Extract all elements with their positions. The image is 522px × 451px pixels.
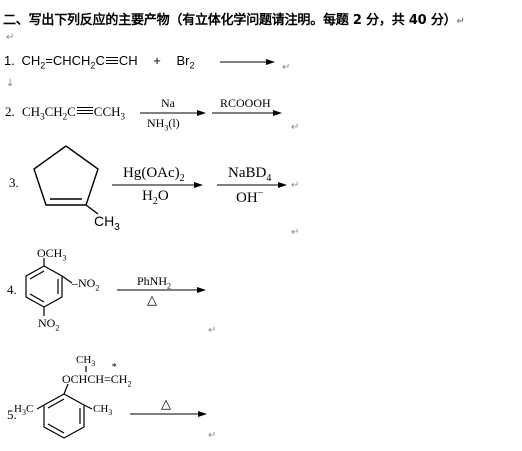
heat-condition-q4: △ (147, 292, 157, 307)
allyl-ether-chain: OCHCH=C*H2 (62, 362, 132, 389)
reagent-below-q3-step2: OH− (236, 188, 264, 206)
paragraph-mark: ↵ (282, 62, 291, 73)
methyl-group-chain: CH3 (76, 354, 96, 369)
heat-condition-q5: △ (161, 396, 171, 411)
benzene-ring-q4 (25, 258, 73, 316)
reaction-arrow-q2-step1 (140, 110, 206, 116)
paragraph-mark: ↵ (208, 325, 217, 336)
reaction-arrow-q1 (220, 59, 275, 65)
methyl-group: CH3 (94, 213, 120, 233)
paragraph-mark: ↵ (291, 180, 300, 191)
right-methyl-group: CH3 (93, 403, 113, 418)
question-number: 1. (4, 53, 15, 68)
isotope-label-star: * (111, 362, 117, 373)
cyclopentene-ring (33, 145, 99, 215)
plus-sign: + (153, 53, 161, 68)
reagent-above-q4: PhNH2 (137, 274, 172, 291)
paragraph-mark: ↵ (6, 32, 15, 43)
paragraph-mark: ↵ (208, 430, 217, 441)
section-title: 二、写出下列反应的主要产物（有立体化学问题请注明。每题 2 分，共 40 分）↵ (3, 9, 465, 28)
section-title-text: 二、写出下列反应的主要产物（有立体化学问题请注明。每题 2 分，共 40 分） (3, 13, 457, 28)
question-number: 4. (7, 282, 17, 297)
reagent-formula: Br2 (176, 53, 195, 71)
paragraph-mark: ↵ (291, 227, 300, 238)
paragraph-mark: ↵ (291, 122, 300, 133)
reagent-above-q3-step2: NaBD4 (228, 165, 272, 184)
return-mark: ↓ (6, 78, 15, 89)
nitro-group-ortho: –NO2 (72, 276, 100, 293)
left-methyl-group: H3C (14, 403, 34, 418)
reaction-arrow-q3-step1 (112, 182, 203, 188)
reagent-below-q3-step1: H2O (142, 188, 169, 207)
reaction-arrow-q5 (130, 411, 207, 417)
question-number: 3. (9, 175, 19, 190)
methoxy-group: OCH3 (37, 246, 67, 263)
benzene-ring-q5 (36, 366, 93, 439)
reagent-above-q2-step1: Na (161, 96, 175, 110)
reaction-arrow-q4 (117, 287, 206, 293)
nitro-group-para: NO2 (38, 316, 60, 333)
reagent-above-q2-step2: RCOOOH (220, 96, 271, 110)
reagent-above-q3-step1: Hg(OAc)2 (123, 165, 185, 184)
question-number: 5. (7, 407, 17, 422)
question-number: 2. (5, 104, 15, 119)
paragraph-mark: ↵ (456, 16, 465, 27)
reagent-below-q2-step1: NH3(l) (147, 116, 180, 133)
reaction-arrow-q3-step2 (217, 182, 287, 188)
reaction-arrow-q2-step2 (212, 110, 282, 116)
